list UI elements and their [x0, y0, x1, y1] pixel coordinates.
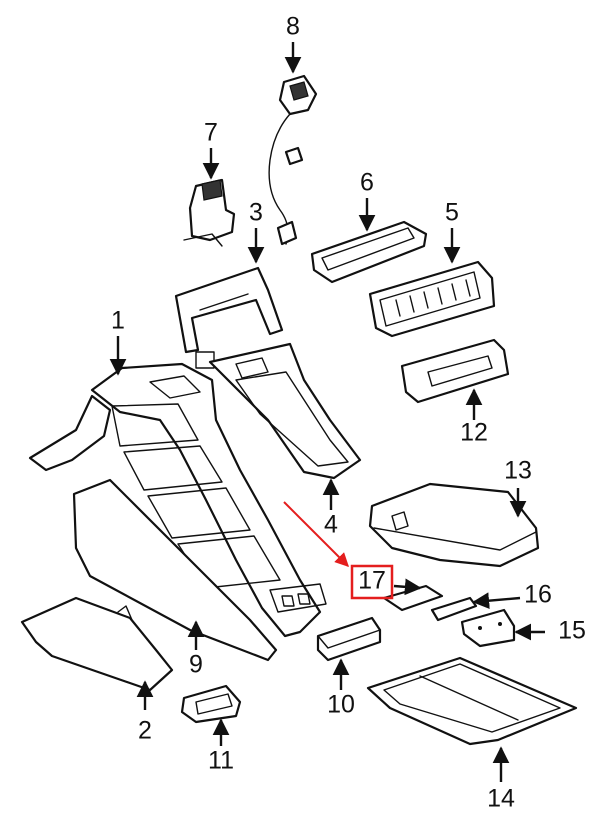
part-12-switch-panel[interactable] [400, 338, 510, 404]
callout-1: 1 [111, 307, 125, 335]
part-2-side-panel[interactable] [20, 596, 174, 692]
part-1-center-console[interactable] [28, 351, 327, 638]
callout-8: 8 [286, 13, 300, 41]
callout-5: 5 [445, 199, 459, 227]
callout-4: 4 [324, 511, 338, 539]
highlight-box [350, 564, 394, 600]
part-5-air-vent[interactable] [368, 260, 496, 338]
callout-9: 9 [189, 651, 203, 679]
highlight-arrow [283, 501, 349, 567]
callout-labels: 8 7 3 6 5 1 12 13 4 17 16 15 9 2 10 11 1… [111, 13, 586, 813]
part-7-switch[interactable] [183, 178, 236, 247]
part-16-bracket[interactable] [430, 596, 478, 622]
part-9-lower-cover[interactable] [72, 478, 278, 662]
callout-2: 2 [138, 717, 152, 745]
part-8-shift-knob[interactable] [268, 74, 318, 246]
part-3-bracket[interactable] [174, 266, 284, 354]
part-14-storage-tray[interactable] [366, 656, 578, 746]
part-11-grille[interactable] [180, 684, 242, 724]
callout-16: 16 [524, 581, 552, 609]
part-13-armrest-lid[interactable] [368, 482, 540, 568]
callout-6: 6 [360, 169, 374, 197]
callout-11: 11 [208, 747, 234, 775]
callout-15: 15 [558, 617, 586, 645]
part-4-trim-bezel[interactable] [208, 342, 362, 480]
callout-7: 7 [204, 119, 218, 147]
callout-3: 3 [249, 199, 263, 227]
part-15-mounting-plate[interactable] [460, 608, 516, 648]
leader-lines [109, 42, 545, 782]
part-10-block[interactable] [316, 616, 382, 662]
callout-13: 13 [504, 457, 532, 485]
callout-14: 14 [487, 785, 515, 813]
callout-10: 10 [327, 691, 355, 719]
callout-17: 17 [358, 567, 386, 595]
callout-12: 12 [460, 419, 488, 447]
part-6-vent-bezel[interactable] [310, 220, 428, 284]
